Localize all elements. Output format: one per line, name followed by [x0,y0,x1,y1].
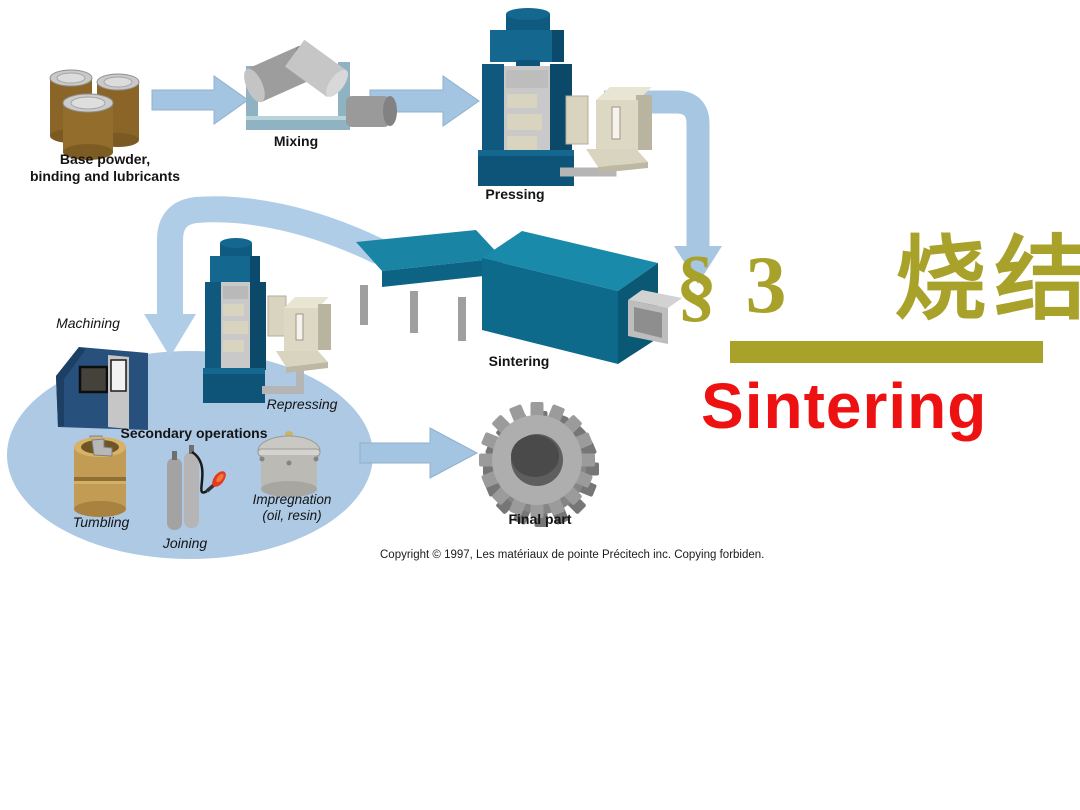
copyright-text: Copyright © 1997, Les matériaux de point… [380,549,765,561]
title-underline [730,341,1043,363]
arrow-secondary-to-final [359,427,479,479]
arrow-powder-to-mixing [151,75,249,125]
powder-barrels-icon [49,69,140,160]
tumbling-label: Tumbling [72,514,130,530]
title-english: Sintering [701,370,988,442]
machining-icon [56,347,148,430]
joining-torch-icon [167,445,226,530]
impregnation-label: Impregnation (oil, resin) [252,492,332,524]
section-number: § 3 [676,239,791,330]
joining-label: Joining [162,535,208,551]
sintering-label: Sintering [488,353,550,369]
pressing-label: Pressing [485,186,545,202]
final-part-label: Final part [508,511,572,527]
repressing-label: Repressing [266,396,338,412]
arrow-sintering-to-secondary [144,196,386,357]
mixer-icon [244,39,397,130]
secondary-operations-label: Secondary operations [120,425,268,441]
sintering-furnace-icon [356,230,682,364]
impregnation-vessel-icon [257,431,321,497]
page-title: § 3 烧结 [676,234,1080,326]
press-icon [478,8,652,186]
title-chinese: 烧结 [894,229,1080,331]
repress-icon [203,238,331,403]
arrow-pressing-to-sintering [604,90,722,284]
tumbling-barrel-icon [74,435,126,517]
mixing-label: Mixing [273,133,319,149]
base-powder-label: Base powder, binding and lubricants [29,151,181,185]
machining-label: Machining [56,315,120,331]
gear-icon [479,402,599,527]
